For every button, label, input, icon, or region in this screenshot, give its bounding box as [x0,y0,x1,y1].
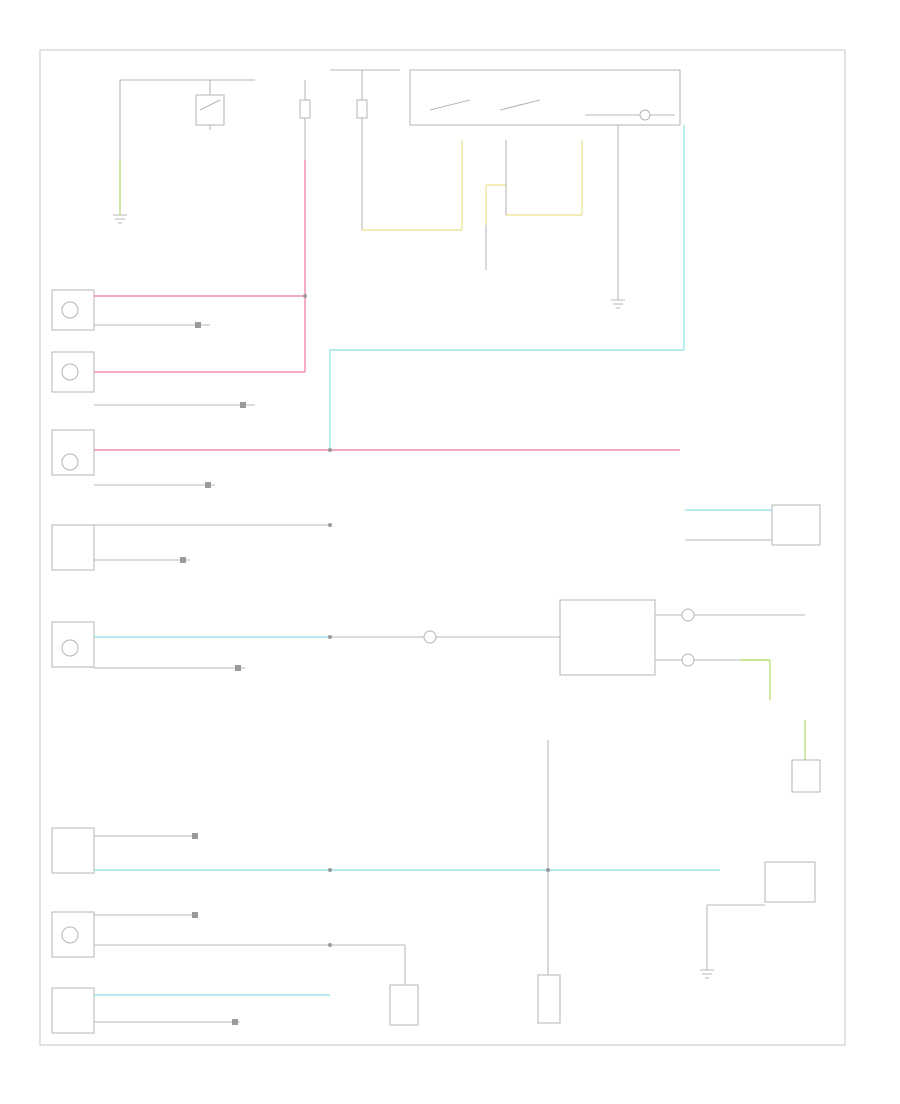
splice-6 [328,943,332,947]
lamp-5-bulb [61,639,79,657]
module-a [423,630,437,644]
bottom-module [537,974,561,1024]
splice-1 [303,294,307,298]
lamp-4 [51,524,95,571]
plug-8 [192,912,198,918]
jb-circuit-breaker [639,109,651,121]
splice-7 [546,868,550,872]
module-c [681,653,695,667]
right-sensor [791,759,821,793]
lamp-column [51,289,720,1034]
splice-4 [328,635,332,639]
lamp-6 [51,827,95,874]
splice-3 [328,523,332,527]
lamp-1-bulb [61,301,79,319]
plug-3 [205,482,211,488]
splice-5 [328,868,332,872]
module-b [681,608,695,622]
plug-5 [235,665,241,671]
ground-symbol-top-right [611,299,625,309]
diagram-border [39,49,846,1046]
control-module [559,599,656,676]
relay-contact [199,99,221,111]
lamp-2-bulb [61,363,79,381]
plug-1 [195,322,201,328]
jb-switch-1 [429,99,471,111]
junction-box [409,69,681,126]
ground-symbol-bottom-right [700,969,714,979]
top-fuse-section [113,69,685,450]
splice-2 [328,448,332,452]
lamp-7-bulb [61,926,79,944]
plug-4 [180,557,186,563]
right-switch-2 [764,861,816,903]
jb-switch-2 [499,99,541,111]
ground-symbol-top-left [113,214,127,224]
fuse-1 [299,99,311,119]
bottom-center-box [389,984,419,1026]
lamp-3-bulb [61,453,79,471]
plug-7 [192,833,198,839]
splice-points [303,294,550,947]
fuse-2 [356,99,368,119]
right-switch-1 [771,504,821,546]
connector-plugs [180,322,246,1025]
plug-6 [232,1019,238,1025]
lamp-8 [51,987,95,1034]
plug-2 [240,402,246,408]
right-components [330,504,821,1026]
